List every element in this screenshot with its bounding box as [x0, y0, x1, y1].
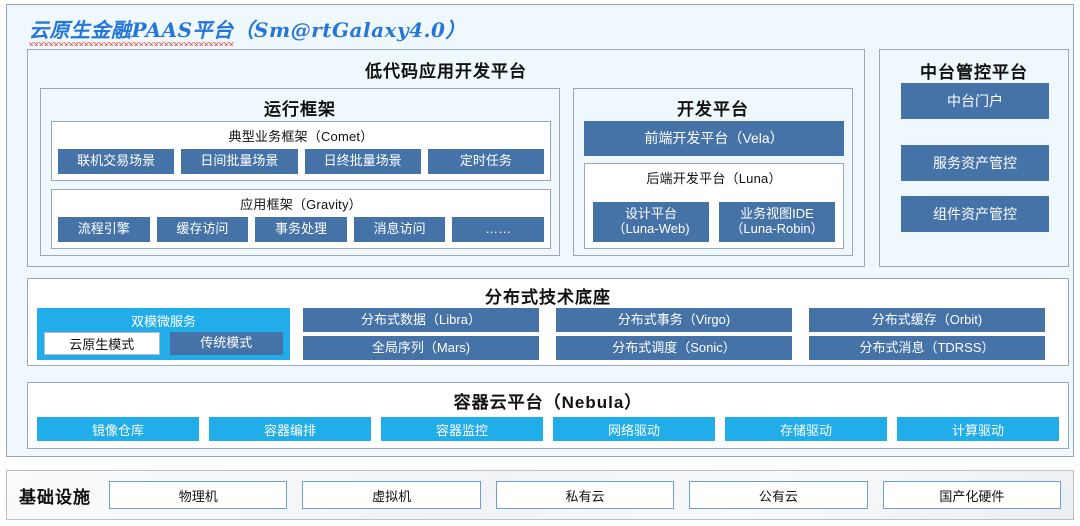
development-platform-heading: 开发平台 — [677, 100, 749, 119]
techbase-column-3: 分布式缓存（Orbit) 分布式消息（TDRSS） — [809, 308, 1045, 360]
runtime-framework-panel: 运行框架 典型业务框架（Comet） 联机交易场景 日间批量场景 日终批量场景 … — [40, 88, 560, 256]
infrastructure-item-physical-machine[interactable]: 物理机 — [109, 481, 288, 509]
cloudnative-mode-button[interactable]: 云原生模式 — [44, 332, 160, 355]
comet-item-0[interactable]: 联机交易场景 — [58, 149, 175, 174]
container-item-image-registry[interactable]: 镜像仓库 — [37, 417, 199, 441]
luna-chip-row: 设计平台 （Luna-Web) 业务视图IDE （Luna-Robin） — [593, 202, 835, 242]
container-item-orchestration[interactable]: 容器编排 — [209, 417, 371, 441]
techbase-item-libra[interactable]: 分布式数据（Libra） — [303, 308, 539, 332]
midplatform-item-portal[interactable]: 中台门户 — [901, 83, 1049, 119]
traditional-mode-button[interactable]: 传统模式 — [169, 332, 283, 355]
luna-robin-line1: 业务视图IDE — [740, 206, 814, 222]
runtime-framework-heading: 运行框架 — [264, 100, 336, 119]
infrastructure-item-private-cloud[interactable]: 私有云 — [495, 481, 675, 509]
frontend-platform-vela-button[interactable]: 前端开发平台（Vela） — [584, 121, 844, 156]
comet-item-1[interactable]: 日间批量场景 — [181, 149, 298, 174]
comet-framework-box: 典型业务框架（Comet） 联机交易场景 日间批量场景 日终批量场景 定时任务 — [51, 121, 551, 181]
container-cloud-chip-row: 镜像仓库 容器编排 容器监控 网络驱动 存储驱动 计算驱动 — [37, 417, 1059, 441]
luna-web-line1: 设计平台 — [624, 206, 677, 222]
infrastructure-label: 基础设施 — [19, 487, 91, 507]
gravity-item-more[interactable]: …… — [452, 217, 544, 242]
techbase-item-sonic[interactable]: 分布式调度（Sonic） — [556, 336, 792, 360]
comet-item-2[interactable]: 日终批量场景 — [304, 149, 421, 174]
infrastructure-item-virtual-machine[interactable]: 虚拟机 — [302, 481, 481, 509]
comet-item-3[interactable]: 定时任务 — [427, 149, 544, 174]
dualmode-microservice-box: 双模微服务 云原生模式 传统模式 — [37, 308, 290, 360]
dualmode-microservice-label: 双模微服务 — [130, 314, 196, 329]
luna-web-button[interactable]: 设计平台 （Luna-Web) — [593, 202, 709, 242]
gravity-framework-label: 应用框架（Gravity） — [240, 197, 362, 212]
midplatform-control-panel: 中台管控平台 服务资产管控 组件资产管控 中台门户 — [879, 49, 1069, 267]
luna-robin-button[interactable]: 业务视图IDE （Luna-Robin） — [719, 202, 835, 242]
infrastructure-item-public-cloud[interactable]: 公有云 — [689, 481, 868, 509]
techbase-item-orbit[interactable]: 分布式缓存（Orbit) — [809, 308, 1045, 332]
gravity-item-0[interactable]: 流程引擎 — [58, 217, 150, 242]
midplatform-item-component-asset[interactable]: 组件资产管控 — [901, 196, 1049, 232]
lowcode-platform-panel: 低代码应用开发平台 运行框架 典型业务框架（Comet） 联机交易场景 日间批量… — [27, 49, 865, 267]
techbase-column-2: 分布式事务（Virgo) 分布式调度（Sonic） — [556, 308, 792, 360]
distributed-techbase-heading: 分布式技术底座 — [485, 288, 611, 307]
distributed-techbase-panel: 分布式技术底座 双模微服务 云原生模式 传统模式 分布式数据（Libra） 全局… — [27, 278, 1069, 366]
luna-web-line2: （Luna-Web) — [612, 221, 690, 236]
lowcode-platform-heading: 低代码应用开发平台 — [365, 62, 527, 81]
container-cloud-panel: 容器云平台（Nebula） 镜像仓库 容器编排 容器监控 网络驱动 存储驱动 计… — [27, 382, 1069, 449]
midplatform-item-service-asset[interactable]: 服务资产管控 — [901, 145, 1049, 181]
techbase-item-mars[interactable]: 全局序列（Mars) — [303, 336, 539, 360]
platform-frame: 云原生金融PAAS平台（Sm@rtGalaxy4.0） 低代码应用开发平台 运行… — [6, 4, 1074, 457]
gravity-framework-box: 应用框架（Gravity） 流程引擎 缓存访问 事务处理 消息访问 …… — [51, 189, 551, 249]
container-item-network-driver[interactable]: 网络驱动 — [553, 417, 715, 441]
techbase-column-1: 分布式数据（Libra） 全局序列（Mars) — [303, 308, 539, 360]
backend-platform-luna-box: 后端开发平台（Luna） 设计平台 （Luna-Web) 业务视图IDE （Lu… — [584, 163, 844, 249]
dualmode-button-row: 云原生模式 传统模式 — [44, 332, 283, 355]
techbase-item-tdrss[interactable]: 分布式消息（TDRSS） — [809, 336, 1045, 360]
gravity-chip-row: 流程引擎 缓存访问 事务处理 消息访问 …… — [58, 217, 544, 242]
gravity-item-3[interactable]: 消息访问 — [353, 217, 446, 242]
page-title-cn: 云原生金融PAAS平台 — [29, 18, 234, 42]
backend-platform-luna-label: 后端开发平台（Luna） — [646, 171, 782, 186]
comet-chip-row: 联机交易场景 日间批量场景 日终批量场景 定时任务 — [58, 149, 544, 174]
page-title: 云原生金融PAAS平台（Sm@rtGalaxy4.0） — [29, 14, 466, 43]
gravity-item-1[interactable]: 缓存访问 — [156, 217, 249, 242]
container-item-monitoring[interactable]: 容器监控 — [381, 417, 543, 441]
container-item-storage-driver[interactable]: 存储驱动 — [725, 417, 887, 441]
infrastructure-panel: 基础设施 物理机 虚拟机 私有云 公有云 国产化硬件 — [6, 470, 1074, 520]
page-title-en: （Sm@rtGalaxy4.0） — [233, 18, 466, 42]
techbase-item-virgo[interactable]: 分布式事务（Virgo) — [556, 308, 792, 332]
gravity-item-2[interactable]: 事务处理 — [255, 217, 347, 242]
comet-framework-label: 典型业务框架（Comet） — [228, 129, 374, 144]
luna-robin-line2: （Luna-Robin） — [730, 221, 824, 236]
container-cloud-heading: 容器云平台（Nebula） — [453, 393, 643, 412]
midplatform-heading: 中台管控平台 — [920, 63, 1028, 82]
infrastructure-item-row: 物理机 虚拟机 私有云 公有云 国产化硬件 — [109, 481, 1062, 509]
infrastructure-item-domestic-hardware[interactable]: 国产化硬件 — [882, 481, 1062, 509]
container-item-compute-driver[interactable]: 计算驱动 — [897, 417, 1059, 441]
development-platform-panel: 开发平台 前端开发平台（Vela） 后端开发平台（Luna） 设计平台 （Lun… — [573, 88, 853, 256]
